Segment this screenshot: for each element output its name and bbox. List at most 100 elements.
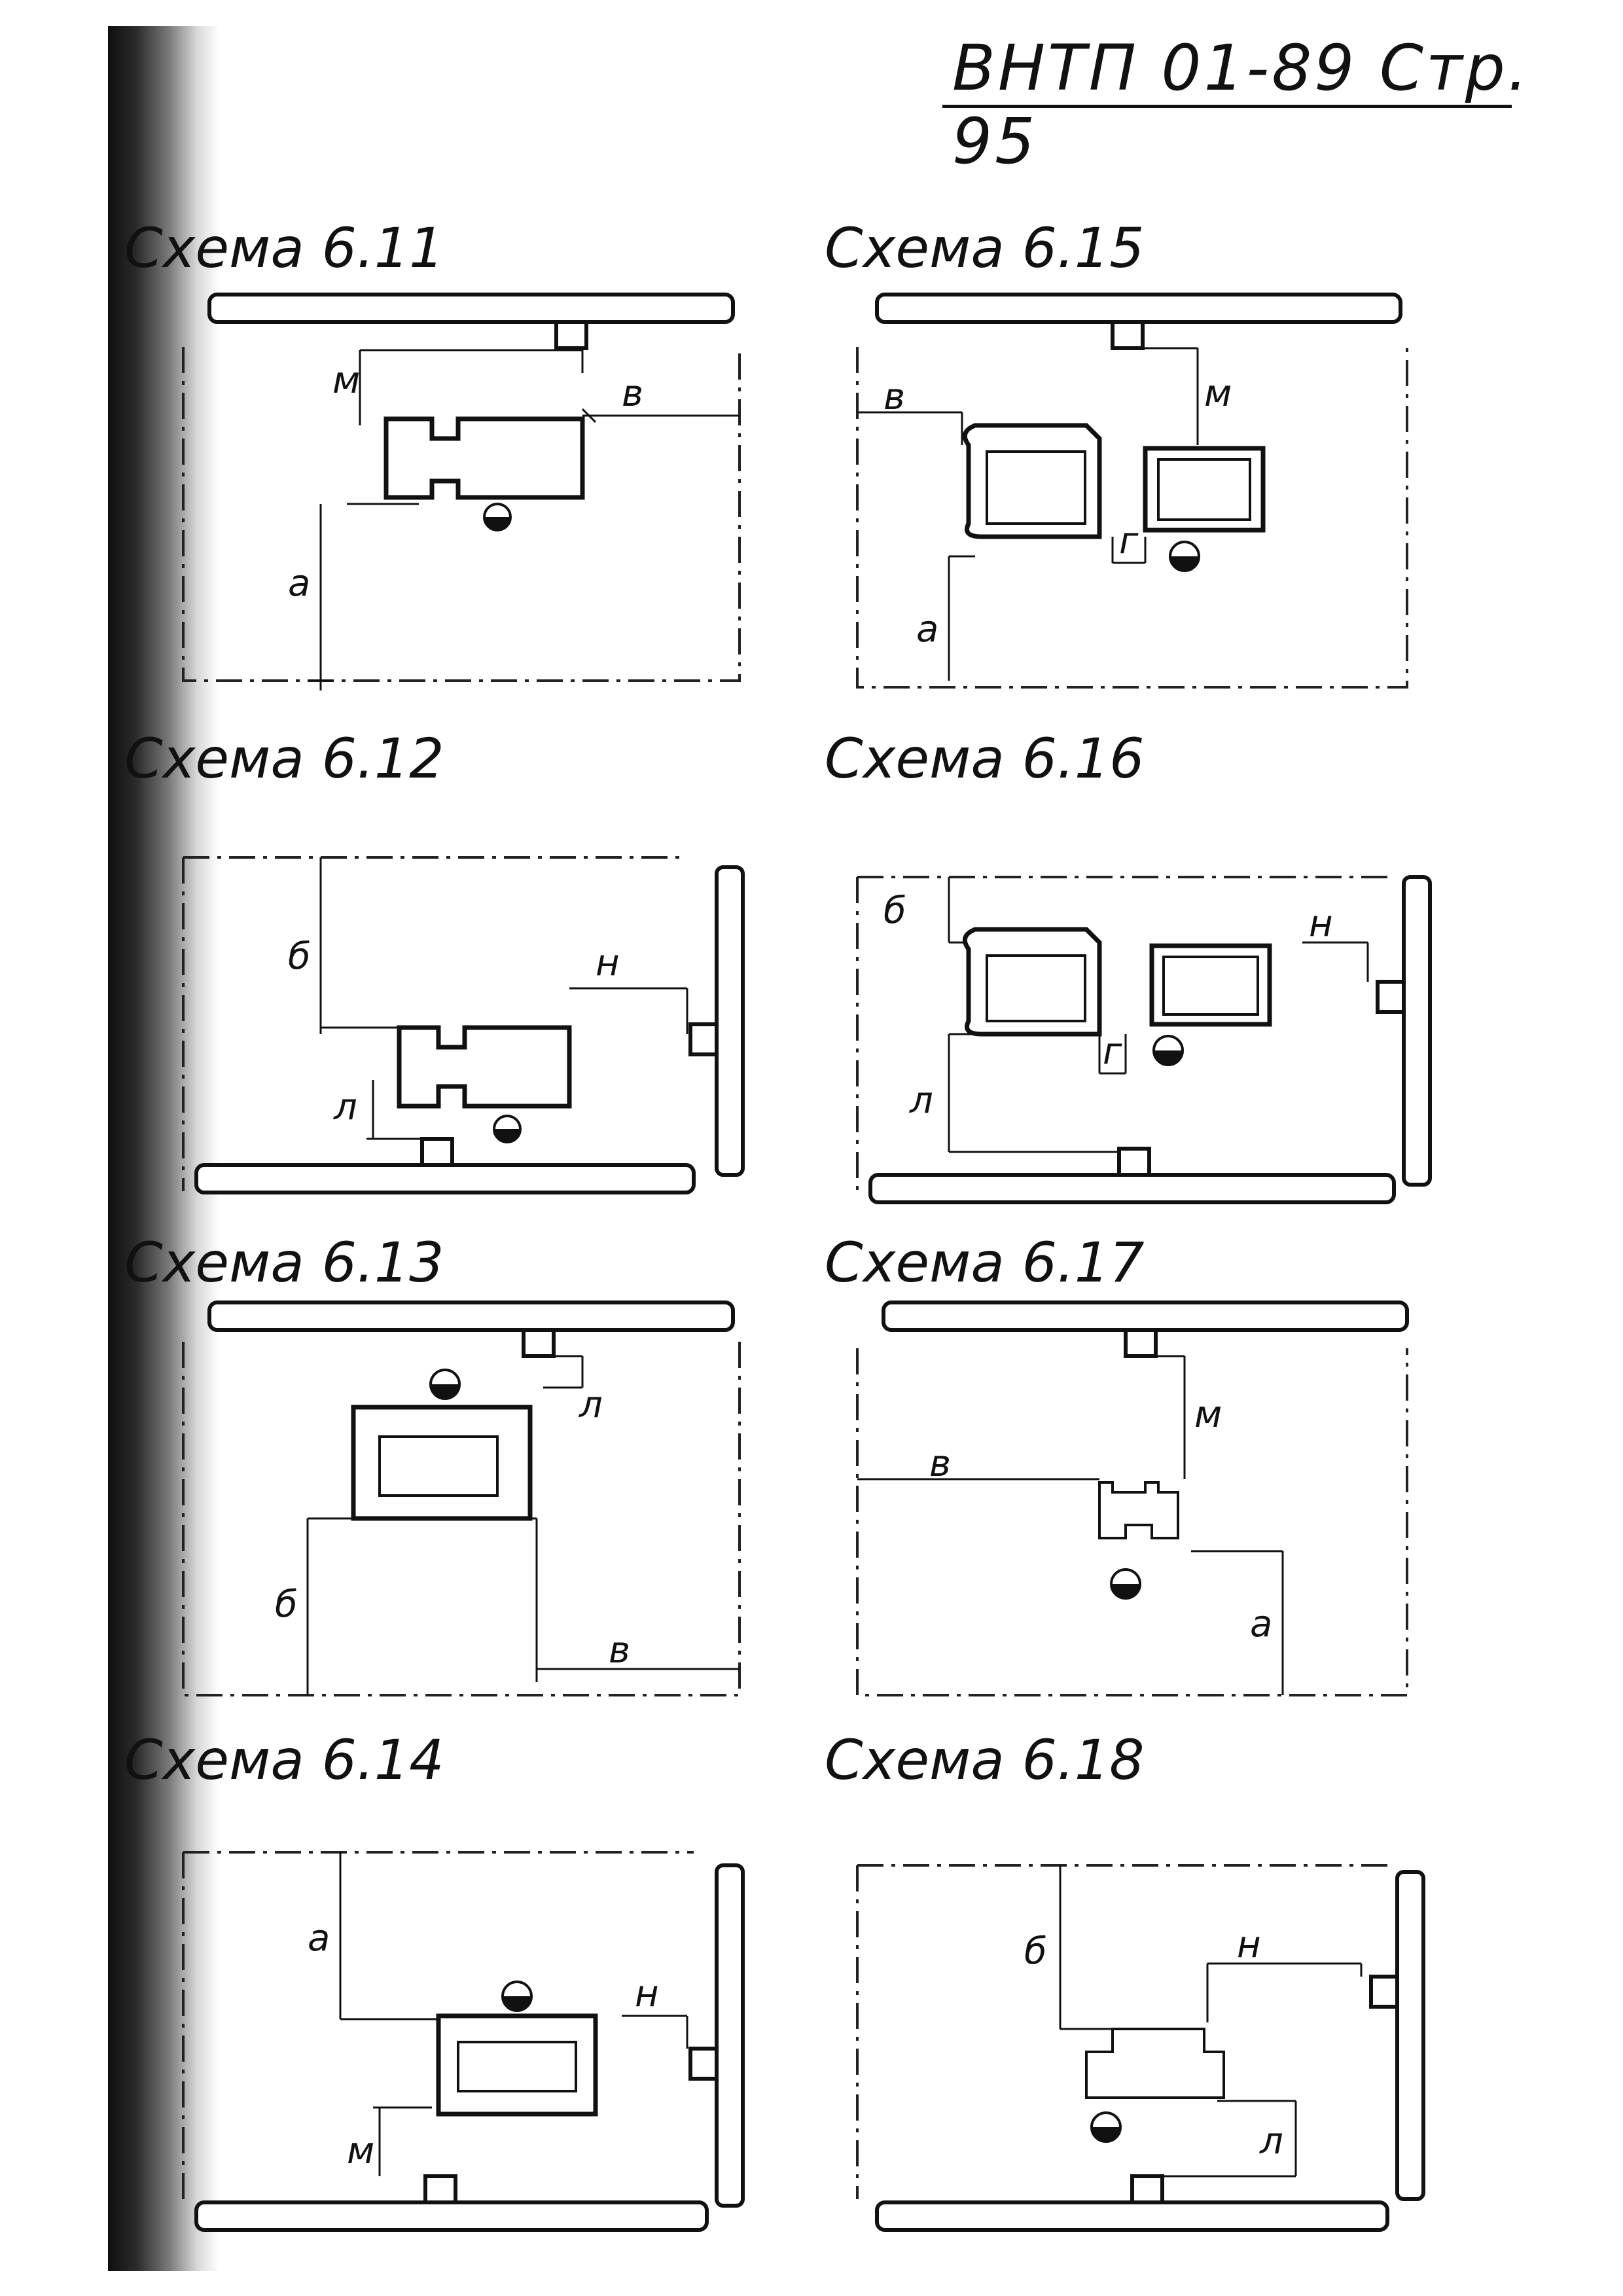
wall-outlet	[688, 2047, 719, 2081]
wall-bottom	[194, 2200, 709, 2232]
equipment-inner	[986, 450, 1086, 525]
dimension-label: в	[622, 372, 643, 415]
dimension-lines	[308, 349, 740, 691]
scheme-title: Схема 6.13	[124, 1230, 444, 1295]
dimension-label: л	[909, 1079, 933, 1122]
dimension-label: б	[275, 1583, 298, 1626]
equipment-unit	[397, 1025, 572, 1109]
room-boundary	[182, 347, 741, 682]
drain-symbol-fill	[431, 1384, 459, 1399]
scheme-title: Схема 6.15	[825, 216, 1145, 280]
dimension-label: а	[916, 608, 938, 651]
scheme-6-17-drawing: в м а	[856, 1300, 1409, 1696]
dimension-label: б	[883, 889, 906, 932]
room-boundary	[856, 1348, 1408, 1696]
scheme-title: Схема 6.16	[825, 726, 1145, 791]
equipment-inner	[457, 2041, 577, 2092]
dimension-label: а	[1250, 1603, 1272, 1645]
scheme-6-14-drawing: а н м	[182, 1851, 745, 2232]
dimension-label: л	[1259, 2120, 1283, 2162]
wall-top	[882, 1300, 1409, 1332]
equipment-inner	[1157, 458, 1251, 521]
wall-right	[715, 1863, 745, 2208]
dimension-label: в	[929, 1443, 951, 1485]
dimension-label: н	[1237, 1924, 1261, 1966]
wall-right	[715, 865, 745, 1177]
scheme-6-16: Схема 6.16 б н г л	[825, 726, 1453, 1224]
page-header: ВНТП 01-89 Стр. 95	[952, 31, 1531, 178]
wall-outlet	[420, 1137, 454, 1167]
wall-top	[207, 293, 735, 324]
dimension-label: б	[288, 935, 311, 978]
wall-outlet	[423, 2174, 457, 2204]
scheme-6-18: Схема 6.18 б н л	[825, 1728, 1453, 2232]
drain-symbol-fill	[494, 1129, 520, 1142]
wall-outlet	[554, 320, 588, 350]
wall-outlet	[522, 1328, 556, 1358]
dimension-label: л	[579, 1384, 603, 1426]
wall-bottom	[194, 1163, 696, 1194]
dimension-label: г	[1103, 1030, 1122, 1073]
dimension-lines	[857, 347, 1199, 681]
dimension-label: а	[288, 562, 310, 605]
room-boundary	[856, 1864, 1387, 2199]
scheme-6-14: Схема 6.14 а н м	[124, 1728, 753, 2232]
dimension-label: б	[1024, 1930, 1047, 1973]
wall-outlet	[1124, 1328, 1158, 1358]
drain-symbol-fill	[1092, 2127, 1120, 2142]
dimension-label: н	[1309, 903, 1333, 945]
scan-shadow-edge	[108, 26, 219, 2271]
dimension-label: м	[332, 359, 360, 402]
equipment-unit	[1098, 1481, 1179, 1539]
drain-symbol-fill	[1154, 1050, 1183, 1065]
scheme-6-12-drawing: б н л	[182, 856, 745, 1194]
drain-symbol-fill	[1170, 556, 1199, 571]
dimension-label: л	[333, 1086, 357, 1128]
dimension-label: м	[1204, 372, 1232, 415]
wall-right	[1395, 1870, 1425, 2201]
dimension-label: н	[635, 1973, 659, 2015]
drain-symbol-fill	[1111, 1584, 1140, 1598]
wall-outlet	[1376, 980, 1406, 1014]
scheme-6-13-drawing: л б в	[182, 1300, 741, 1696]
equipment-unit	[383, 416, 585, 500]
dimension-lines	[319, 857, 688, 1140]
scheme-title: Схема 6.18	[825, 1728, 1145, 1792]
scheme-6-11: Схема 6.11 м в а	[124, 216, 753, 713]
scheme-6-16-drawing: б н г л	[856, 875, 1432, 1204]
wall-top	[875, 293, 1402, 324]
dimension-label: н	[596, 942, 620, 984]
scheme-6-18-drawing: б н л	[856, 1864, 1425, 2232]
scheme-6-13: Схема 6.13 л б в	[124, 1230, 753, 1728]
wall-outlet	[1111, 320, 1145, 350]
equipment-unit	[1085, 2028, 1225, 2099]
room-boundary	[182, 1342, 741, 1696]
scheme-6-17: Схема 6.17 в м а	[825, 1230, 1453, 1728]
dimension-label: в	[609, 1629, 630, 1672]
dimension-label: а	[308, 1917, 330, 1960]
dimension-lines	[1059, 1865, 1363, 2178]
wall-top	[207, 1300, 735, 1332]
dimension-lines	[339, 1852, 688, 2176]
wall-bottom	[868, 1173, 1396, 1204]
wall-right	[1402, 875, 1432, 1187]
dimension-lines	[948, 877, 1369, 1153]
equipment-inner	[986, 954, 1086, 1022]
dimension-label: м	[347, 2130, 374, 2172]
room-boundary	[856, 347, 1408, 689]
scheme-title: Схема 6.11	[124, 216, 444, 280]
wall-outlet	[688, 1022, 719, 1056]
dimension-label: в	[883, 376, 905, 418]
scheme-6-15: Схема 6.15 в м г а	[825, 216, 1453, 713]
dimension-label: г	[1119, 520, 1139, 562]
scheme-title: Схема 6.12	[124, 726, 444, 791]
wall-outlet	[1117, 1147, 1151, 1177]
header-underline	[942, 105, 1512, 108]
room-boundary	[182, 1851, 694, 2199]
drain-symbol-fill	[484, 517, 510, 530]
room-boundary	[856, 876, 1387, 1198]
scheme-6-15-drawing: в м г а	[856, 293, 1408, 689]
equipment-inner	[378, 1435, 499, 1497]
drain-symbol-fill	[503, 1996, 531, 2011]
dimension-label: м	[1194, 1393, 1222, 1436]
